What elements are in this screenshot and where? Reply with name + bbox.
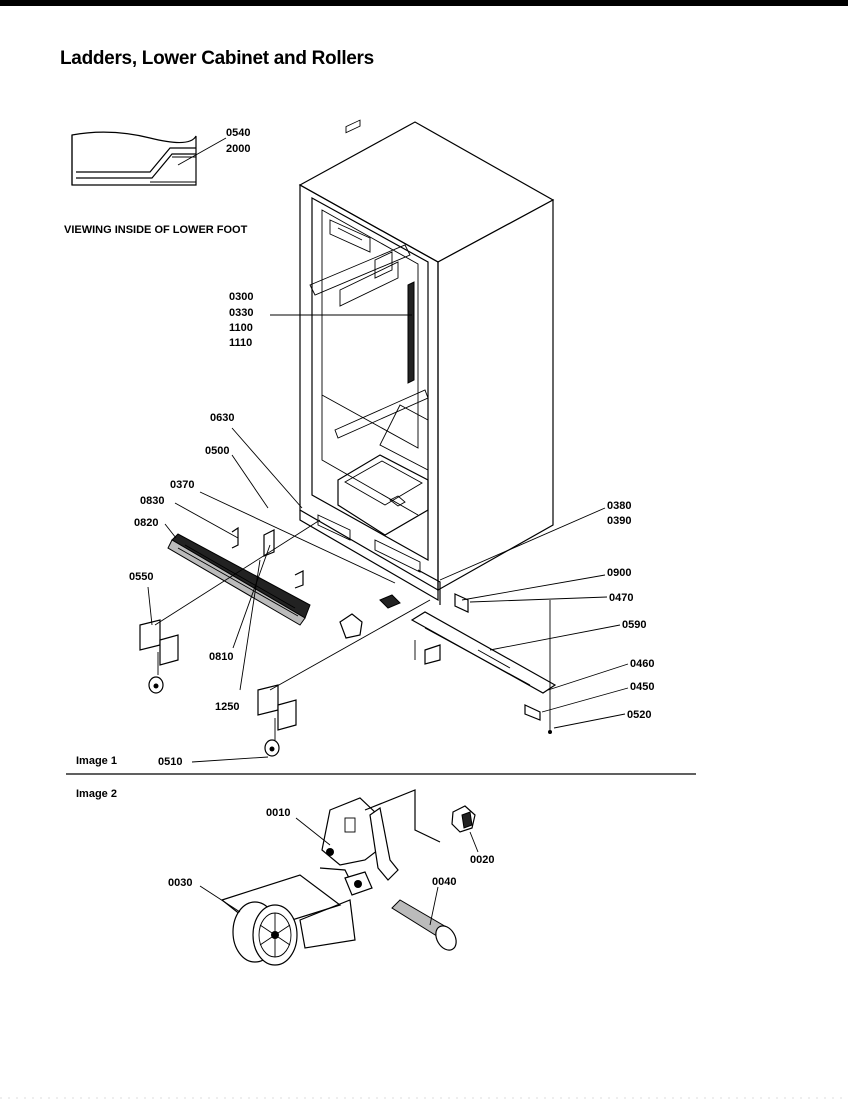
roller-axle [391,899,457,951]
callout-0550: 0550 [129,571,153,583]
callout-0520: 0520 [627,709,651,721]
callout-0330: 0330 [229,307,253,319]
leveling-leg-center [257,684,297,757]
callout-0630: 0630 [210,412,234,424]
leveling-leg-left [139,619,179,694]
roller-clip [451,805,476,833]
base-grille-assembly [167,526,557,734]
page-title: Ladders, Lower Cabinet and Rollers [60,48,374,69]
callout-0500: 0500 [205,445,229,457]
callout-0370: 0370 [170,479,194,491]
callout-0900: 0900 [607,567,631,579]
callout-0810: 0810 [209,651,233,663]
callout-0030: 0030 [168,877,192,889]
callout-1110: 1110 [229,337,252,349]
callout-1100: 1100 [229,322,253,334]
inset-caption: VIEWING INSIDE OF LOWER FOOT [64,224,248,236]
roller-wheel [220,874,356,966]
callout-0010: 0010 [266,807,290,819]
callout-0470: 0470 [609,592,633,604]
callout-0510: 0510 [158,756,182,768]
callout-0450: 0450 [630,681,654,693]
callout-0390: 0390 [607,515,631,527]
callout-2000: 2000 [226,143,250,155]
callout-1250: 1250 [215,701,239,713]
image1-label: Image 1 [76,755,117,767]
refrigerator-cabinet [298,119,555,602]
callout-0830: 0830 [140,495,164,507]
leader-lines-image1 [147,314,629,763]
callout-0040: 0040 [432,876,456,888]
callout-0820: 0820 [134,517,158,529]
top-border [0,0,848,6]
callout-0590: 0590 [622,619,646,631]
callout-0020: 0020 [470,854,494,866]
callout-0380: 0380 [607,500,631,512]
roller-bracket [319,789,441,896]
callout-0300: 0300 [229,291,253,303]
image2-label: Image 2 [76,788,117,800]
lower-foot-inset [71,131,227,186]
leader-lines-image2 [199,817,479,926]
callout-0540: 0540 [226,127,250,139]
callout-0460: 0460 [630,658,654,670]
